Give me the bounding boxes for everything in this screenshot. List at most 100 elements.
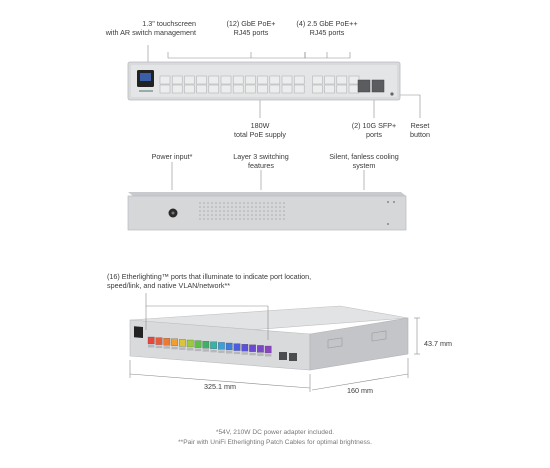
port-bezel (202, 349, 209, 352)
port-bezel (148, 345, 155, 348)
etherlighting-port[interactable] (147, 336, 155, 345)
rj45-port[interactable] (269, 75, 281, 85)
vent-hole (251, 218, 253, 220)
etherlighting-port[interactable] (241, 344, 249, 352)
rj45-port[interactable] (257, 75, 268, 85)
etherlighting-port[interactable] (186, 339, 194, 348)
rj45-port[interactable] (208, 84, 220, 94)
sfp-port-1[interactable] (357, 79, 371, 93)
vent-hole (215, 202, 217, 204)
rj45-port[interactable] (171, 75, 183, 85)
rj45-port[interactable] (324, 75, 335, 85)
rj45-port[interactable] (281, 75, 293, 85)
dimension-lines (129, 317, 420, 392)
front-rj45-ports[interactable] (159, 75, 360, 94)
angled-sfp-2[interactable] (289, 353, 297, 361)
vent-hole (231, 202, 233, 204)
rj45-port[interactable] (184, 84, 195, 94)
vent-hole (235, 218, 237, 220)
vent-hole (227, 202, 229, 204)
vent-hole (223, 206, 225, 208)
etherlighting-port[interactable] (163, 338, 171, 346)
vent-hole (227, 206, 229, 208)
rj45-port[interactable] (336, 84, 348, 94)
angled-sfp-1[interactable] (279, 352, 287, 360)
rj45-port[interactable] (159, 75, 171, 85)
etherlighting-port[interactable] (155, 337, 163, 345)
vent-hole (259, 202, 261, 204)
rj45-port[interactable] (293, 75, 305, 85)
etherlighting-port[interactable] (179, 339, 186, 347)
rj45-port[interactable] (336, 75, 348, 85)
vent-hole (207, 218, 209, 220)
vent-hole (283, 218, 285, 220)
rj45-port[interactable] (171, 84, 183, 94)
vent-hole (263, 214, 265, 216)
vent-hole (279, 202, 281, 204)
label-poe-ports: (12) GbE PoE+ RJ45 ports (226, 19, 276, 37)
vent-hole (219, 206, 221, 208)
etherlighting-port[interactable] (233, 343, 241, 351)
rj45-port[interactable] (245, 75, 256, 85)
vent-hole (267, 218, 269, 220)
vent-hole (263, 202, 265, 204)
vent-hole (203, 202, 205, 204)
etherlighting-port[interactable] (264, 345, 272, 354)
vent-hole (275, 214, 277, 216)
rj45-port[interactable] (281, 84, 293, 94)
etherlighting-port[interactable] (257, 345, 264, 353)
rj45-port[interactable] (159, 84, 171, 94)
port-bezel (179, 347, 186, 350)
front-leader-lines (147, 45, 421, 118)
rj45-port[interactable] (257, 84, 268, 94)
rear-leader-lines (171, 162, 365, 190)
vent-hole (199, 214, 201, 216)
etherlighting-port[interactable] (249, 344, 256, 352)
rj45-port[interactable] (196, 75, 207, 85)
rj45-port[interactable] (269, 84, 281, 94)
port-bezel (187, 348, 194, 351)
rj45-port[interactable] (312, 84, 323, 94)
rj45-port[interactable] (293, 84, 305, 94)
label-layer3: Layer 3 switching features (233, 152, 289, 170)
rj45-port[interactable] (220, 75, 232, 85)
vent-hole (211, 206, 213, 208)
etherlighting-ports[interactable] (147, 336, 272, 357)
rj45-port[interactable] (245, 84, 256, 94)
vent-hole (235, 206, 237, 208)
angled-touchscreen[interactable] (134, 326, 143, 339)
port-bezel (226, 351, 233, 354)
vent-hole (239, 206, 241, 208)
port-bezel (233, 351, 241, 355)
reset-button-hole[interactable] (390, 92, 394, 96)
rj45-port[interactable] (312, 75, 323, 85)
vent-hole (247, 210, 249, 212)
rj45-port[interactable] (196, 84, 207, 94)
rj45-port[interactable] (324, 84, 335, 94)
etherlighting-port[interactable] (225, 342, 233, 351)
vent-hole (219, 214, 221, 216)
vent-hole (259, 206, 261, 208)
rj45-port[interactable] (232, 75, 244, 85)
etherlighting-port[interactable] (194, 340, 202, 348)
sfp-port-2[interactable] (371, 79, 385, 93)
vent-hole (235, 202, 237, 204)
vent-hole (255, 206, 257, 208)
rj45-port[interactable] (220, 84, 232, 94)
vent-hole (263, 206, 265, 208)
rj45-port[interactable] (232, 84, 244, 94)
label-etherlighting: (16) Etherlighting™ ports that illuminat… (107, 272, 312, 290)
rj45-port[interactable] (208, 75, 220, 85)
vent-hole (223, 202, 225, 204)
vent-hole (259, 214, 261, 216)
label-width: 325.1 mm (204, 382, 236, 391)
etherlighting-port[interactable] (210, 341, 217, 349)
vent-hole (215, 218, 217, 220)
port-bezel (194, 348, 202, 352)
rj45-port[interactable] (184, 75, 195, 85)
vent-hole (219, 202, 221, 204)
etherlighting-port[interactable] (218, 342, 225, 350)
etherlighting-port[interactable] (171, 338, 178, 346)
etherlighting-port[interactable] (202, 341, 210, 349)
